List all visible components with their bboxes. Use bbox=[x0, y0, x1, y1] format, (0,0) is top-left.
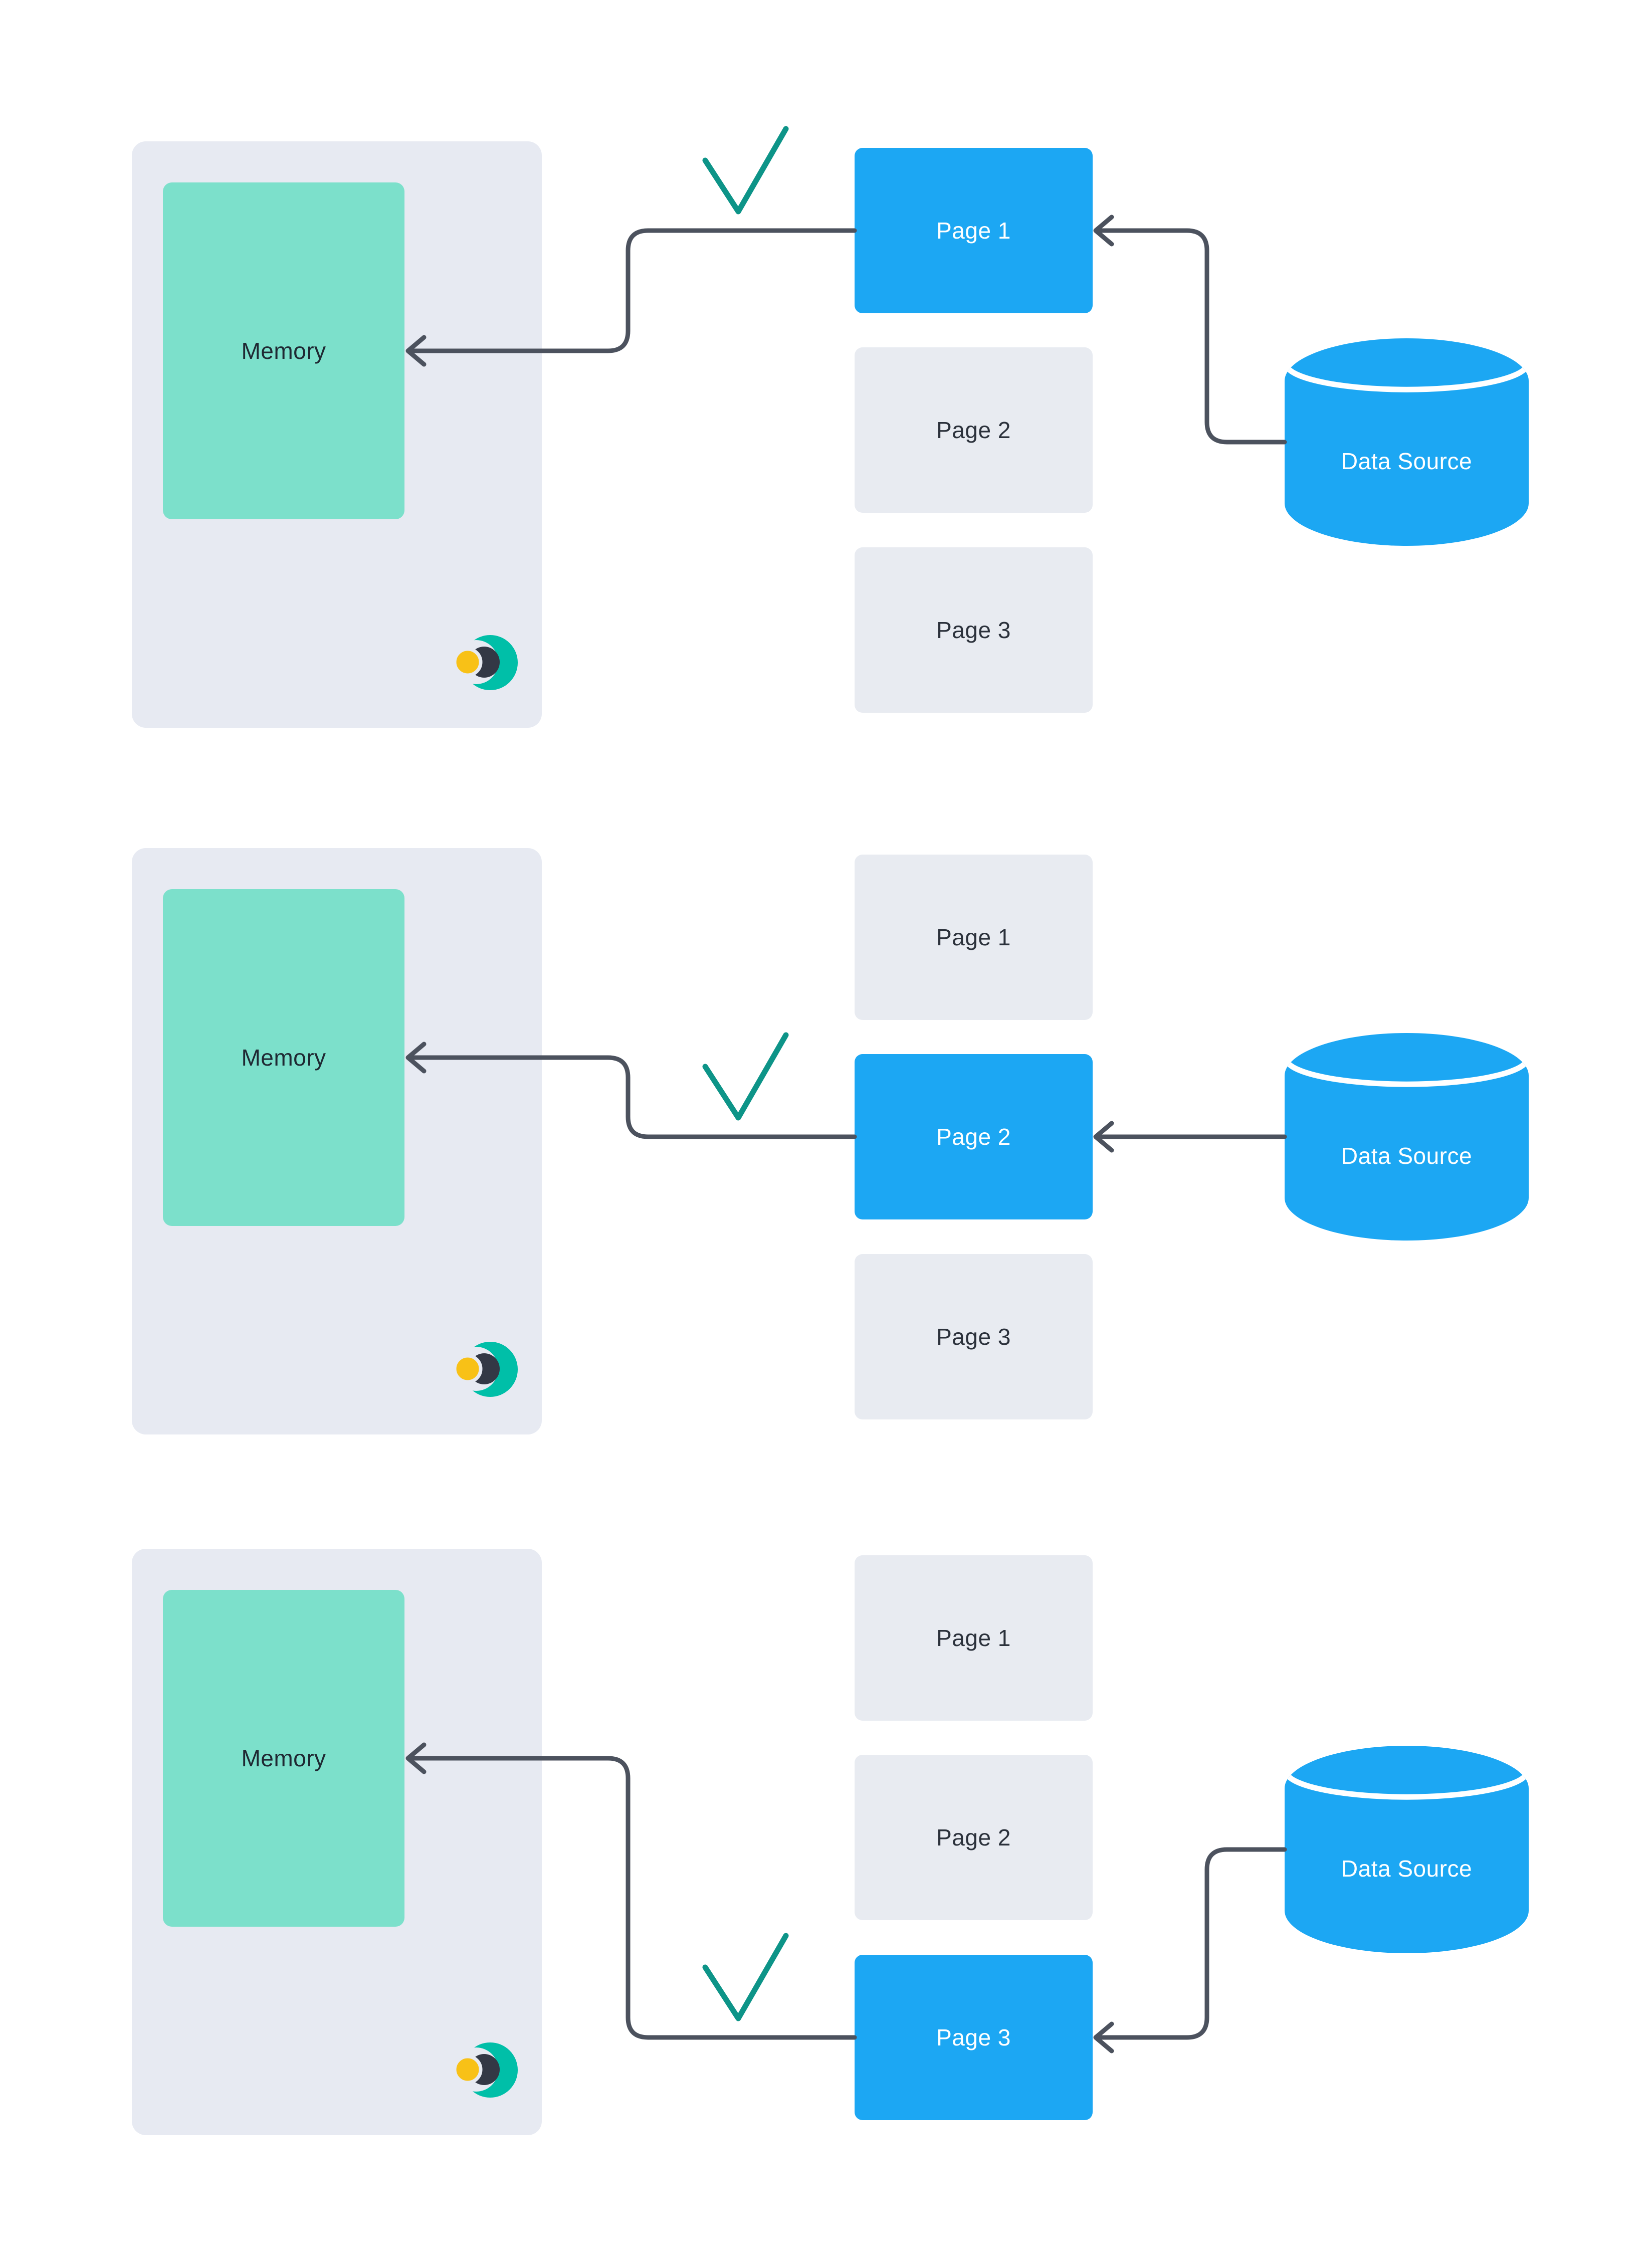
page-card-1[interactable]: Page 1 bbox=[855, 855, 1093, 1020]
memory-box[interactable]: Memory bbox=[163, 889, 404, 1226]
memory-label: Memory bbox=[241, 1045, 326, 1071]
memory-container: Memory bbox=[132, 141, 542, 728]
page-label: Page 3 bbox=[936, 617, 1011, 643]
data-source-label: Data Source bbox=[1341, 1143, 1473, 1169]
data-source-cylinder[interactable]: Data Source bbox=[1285, 1033, 1529, 1241]
database-cylinder-icon bbox=[1285, 1746, 1529, 1953]
page-card-2[interactable]: Page 2 bbox=[855, 347, 1093, 513]
data-source-cylinder[interactable]: Data Source bbox=[1285, 338, 1529, 546]
page-card-3[interactable]: Page 3 bbox=[855, 1254, 1093, 1419]
page-label: Page 1 bbox=[936, 924, 1011, 950]
page-label: Page 1 bbox=[936, 218, 1011, 244]
memory-label: Memory bbox=[241, 1745, 326, 1771]
paging-step-2: Memory Page 1 Page 2 Page 3 Data Sourc bbox=[0, 848, 1652, 1434]
logo-icon bbox=[454, 1342, 518, 1397]
logo-icon bbox=[454, 2042, 518, 2098]
memory-label: Memory bbox=[241, 338, 326, 364]
page-card-2[interactable]: Page 2 bbox=[855, 1755, 1093, 1920]
page-card-1[interactable]: Page 1 bbox=[855, 1555, 1093, 1721]
page-card-2[interactable]: Page 2 bbox=[855, 1054, 1093, 1219]
page-label: Page 2 bbox=[936, 1124, 1011, 1150]
data-source-label: Data Source bbox=[1341, 448, 1473, 474]
page-label: Page 3 bbox=[936, 2024, 1011, 2050]
memory-box[interactable]: Memory bbox=[163, 182, 404, 519]
page-label: Page 3 bbox=[936, 1324, 1011, 1350]
memory-container: Memory bbox=[132, 848, 542, 1434]
database-cylinder-icon bbox=[1285, 1033, 1529, 1241]
paging-step-1: Memory Page 1 Page 2 Page 3 Data Sourc bbox=[0, 141, 1652, 728]
page-label: Page 2 bbox=[936, 1824, 1011, 1851]
memory-container: Memory bbox=[132, 1549, 542, 2135]
database-cylinder-icon bbox=[1285, 338, 1529, 546]
data-source-cylinder[interactable]: Data Source bbox=[1285, 1746, 1529, 1953]
paging-step-3: Memory Page 1 Page 2 Page 3 Data Sourc bbox=[0, 1549, 1652, 2135]
data-source-label: Data Source bbox=[1341, 1856, 1473, 1882]
page-card-3[interactable]: Page 3 bbox=[855, 1955, 1093, 2120]
page-card-3[interactable]: Page 3 bbox=[855, 547, 1093, 713]
page-label: Page 1 bbox=[936, 1625, 1011, 1651]
page-label: Page 2 bbox=[936, 417, 1011, 443]
page-card-1[interactable]: Page 1 bbox=[855, 148, 1093, 313]
logo-icon bbox=[454, 635, 518, 690]
memory-box[interactable]: Memory bbox=[163, 1590, 404, 1927]
